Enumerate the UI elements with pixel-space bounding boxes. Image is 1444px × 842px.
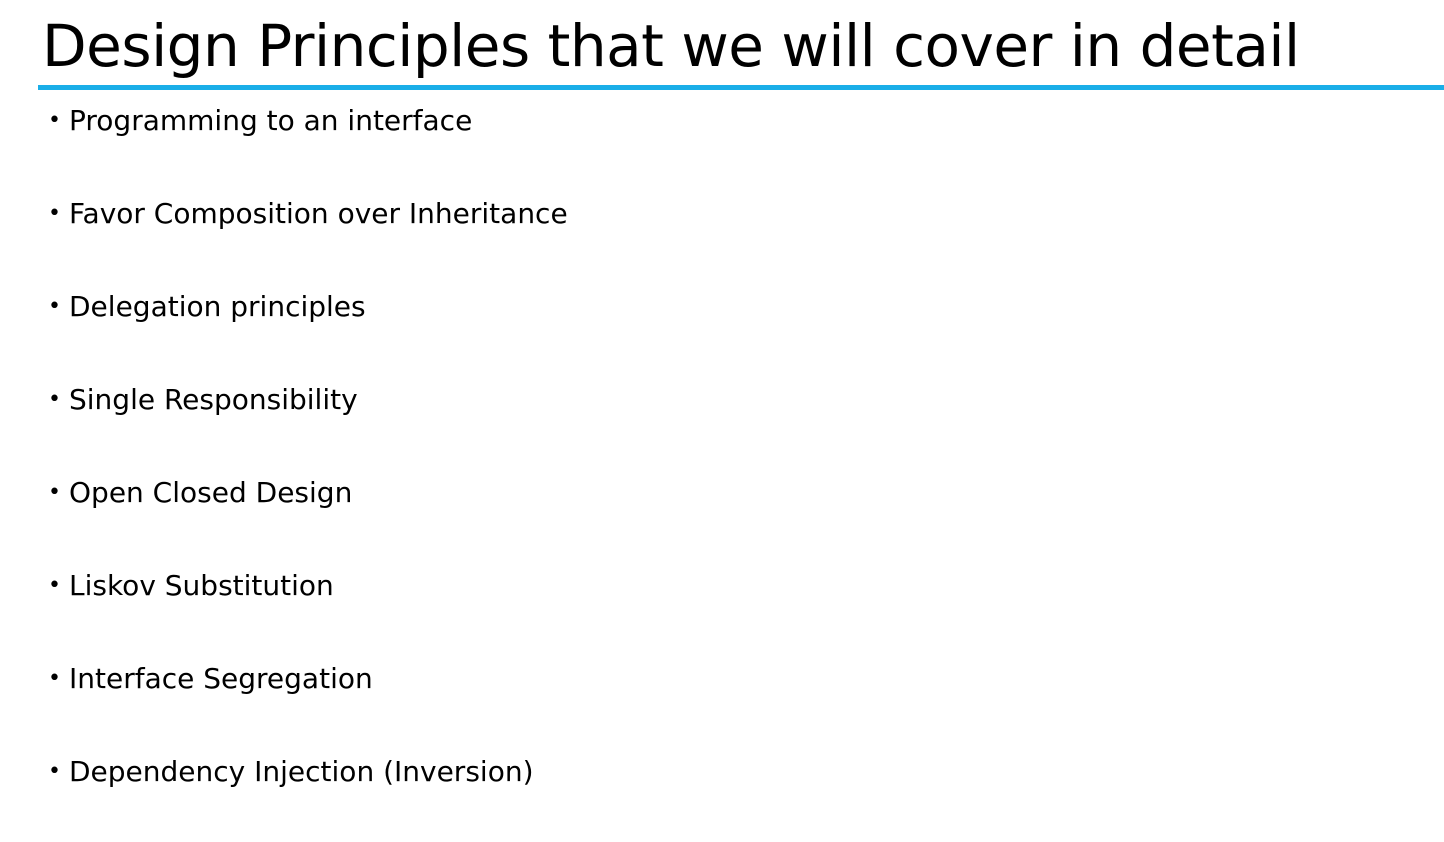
bullet-dot-icon: •: [48, 480, 61, 505]
bullet-item: • Single Responsibility: [48, 377, 568, 470]
bullet-text: Single Responsibility: [69, 383, 358, 416]
bullet-item: • Open Closed Design: [48, 470, 568, 563]
bullet-list: • Programming to an interface • Favor Co…: [48, 98, 568, 842]
bullet-dot-icon: •: [48, 573, 61, 598]
bullet-dot-icon: •: [48, 387, 61, 412]
slide-title: Design Principles that we will cover in …: [42, 12, 1300, 80]
bullet-dot-icon: •: [48, 108, 61, 133]
bullet-text: Dependency Injection (Inversion): [69, 755, 534, 788]
bullet-text: Programming to an interface: [69, 104, 473, 137]
bullet-item: • Interface Segregation: [48, 656, 568, 749]
bullet-text: Delegation principles: [69, 290, 366, 323]
bullet-text: Open Closed Design: [69, 476, 353, 509]
bullet-dot-icon: •: [48, 759, 61, 784]
bullet-item: • Delegation principles: [48, 284, 568, 377]
bullet-dot-icon: •: [48, 294, 61, 319]
bullet-dot-icon: •: [48, 666, 61, 691]
bullet-item: • Favor Composition over Inheritance: [48, 191, 568, 284]
title-underline: [38, 85, 1444, 90]
slide: Design Principles that we will cover in …: [38, 12, 1444, 788]
bullet-text: Interface Segregation: [69, 662, 373, 695]
bullet-item: • Liskov Substitution: [48, 563, 568, 656]
bullet-text: Liskov Substitution: [69, 569, 334, 602]
bullet-dot-icon: •: [48, 201, 61, 226]
bullet-item: • Dependency Injection (Inversion): [48, 749, 568, 842]
bullet-text: Favor Composition over Inheritance: [69, 197, 568, 230]
bullet-item: • Programming to an interface: [48, 98, 568, 191]
